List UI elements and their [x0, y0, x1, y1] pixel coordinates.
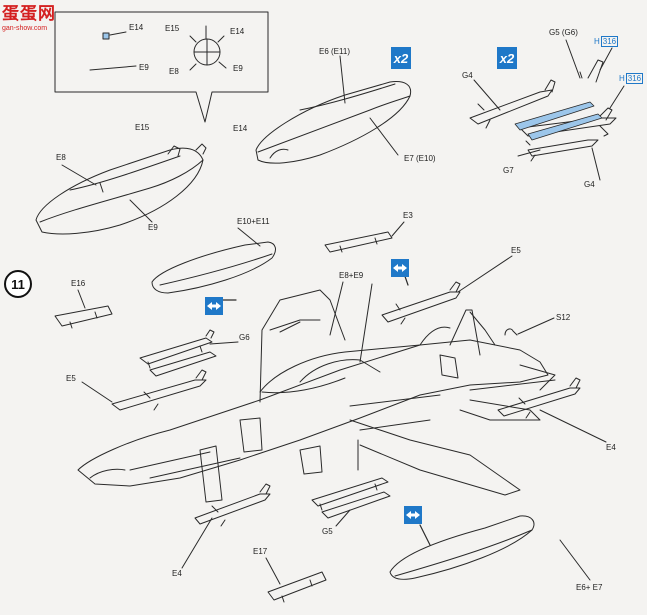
drop-tank-upper-left — [35, 143, 207, 235]
drop-tank-e6-e7 — [389, 515, 591, 581]
pylon-e17 — [265, 557, 327, 603]
label-tank2-e6-e11: E6 (E11) — [319, 47, 350, 56]
swap-arrows-icon — [205, 297, 223, 315]
label-e17: E17 — [253, 547, 268, 556]
pylon-e16 — [54, 289, 113, 329]
label-inset-e8: E8 — [169, 67, 179, 76]
quantity-badge-missiles: x2 — [497, 47, 517, 69]
missile-pair-top-right — [469, 39, 625, 181]
label-tank-e9: E9 — [148, 223, 158, 232]
label-tank-e8: E8 — [56, 153, 66, 162]
label-e3: E3 — [403, 211, 413, 220]
label-g5-g6: G5 (G6) — [549, 28, 578, 37]
label-e10-e11: E10+E11 — [237, 217, 270, 226]
paint-ref-prefix: H — [619, 74, 625, 83]
paint-ref-prefix: H — [594, 37, 600, 46]
missile-e4-right — [497, 377, 607, 443]
swap-arrows-icon — [404, 506, 422, 524]
label-tank-e14: E14 — [233, 124, 248, 133]
label-inset-e14-b: E14 — [230, 27, 245, 36]
label-tank-e15: E15 — [135, 123, 150, 132]
pylon-e3 — [324, 221, 405, 253]
label-inset-e9-b: E9 — [233, 64, 243, 73]
label-inset-e15: E15 — [165, 24, 180, 33]
label-g4-top: G4 — [462, 71, 473, 80]
weapon-pod-g5 — [311, 439, 391, 527]
part-s12 — [504, 317, 555, 336]
weapon-pod-g6 — [139, 329, 239, 377]
label-e16: E16 — [71, 279, 86, 288]
label-e6-e7: E6+ E7 — [576, 583, 603, 592]
label-s12: S12 — [556, 313, 571, 322]
drop-tank-upper-center — [255, 55, 412, 164]
detail-inset — [54, 11, 269, 123]
drop-tank-e10-e11 — [151, 227, 276, 294]
label-e4-right: E4 — [606, 443, 616, 452]
label-e5-left: E5 — [66, 374, 76, 383]
step-number: 11 — [4, 270, 32, 298]
label-e8-e9: E8+E9 — [339, 271, 364, 280]
missile-e5-right — [381, 255, 513, 325]
label-g4-bottom: G4 — [584, 180, 595, 189]
label-e4-left: E4 — [172, 569, 182, 578]
watermark-brand: 蛋蛋网 — [2, 4, 56, 23]
pylon-rail-upper — [514, 101, 595, 131]
paint-ref-code: 316 — [600, 36, 619, 47]
swap-arrows-icon — [391, 259, 409, 277]
watermark-site: gan-show.com — [2, 25, 48, 32]
paint-ref-code: 316 — [625, 73, 644, 84]
missile-e5-left — [81, 369, 207, 411]
label-g7: G7 — [503, 166, 514, 175]
pylon-rail-lower — [527, 113, 603, 141]
label-g6: G6 — [239, 333, 250, 342]
label-e5-right: E5 — [511, 246, 521, 255]
label-g5: G5 — [322, 527, 333, 536]
label-inset-e9-a: E9 — [139, 63, 149, 72]
aircraft-fuselage — [77, 281, 556, 503]
label-tank2-e7-e10: E7 (E10) — [404, 154, 436, 163]
missile-e4-left — [181, 483, 271, 569]
quantity-badge-tank: x2 — [391, 47, 411, 69]
label-inset-e14-a: E14 — [129, 23, 144, 32]
watermark-logo-text: 蛋蛋网 gan-show.com — [2, 4, 74, 38]
